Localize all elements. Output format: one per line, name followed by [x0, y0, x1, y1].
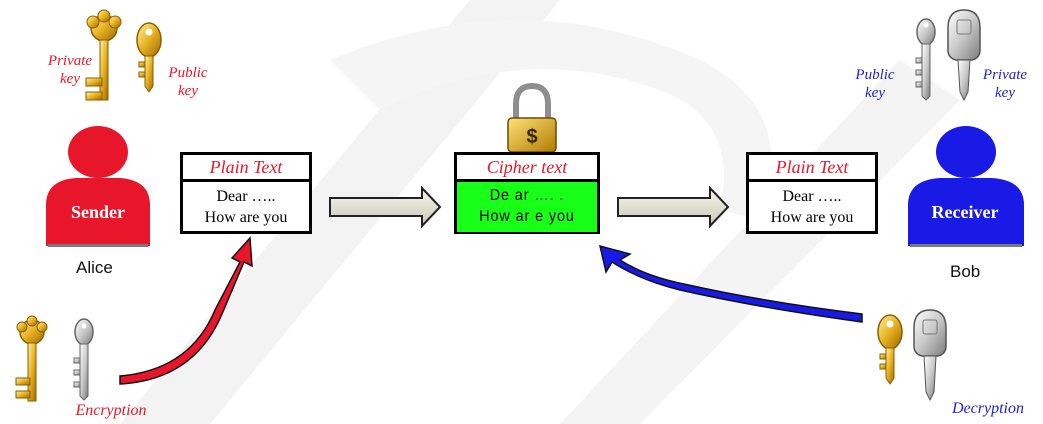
receiver-person-icon	[908, 126, 1024, 247]
sender-name: Alice	[76, 258, 113, 277]
plain-text-left-line1: Dear …..	[216, 188, 276, 205]
lock-symbol: $	[526, 126, 537, 148]
arrow-cipher-to-plain	[617, 185, 730, 229]
sender-public-key-label: Public key	[168, 65, 208, 99]
decryption-label: Decryption	[952, 400, 1024, 417]
padlock-icon: $	[507, 82, 557, 153]
sender-private-key-label: Private key	[47, 53, 93, 87]
receiver-private-key-icon	[947, 9, 981, 102]
sender-private-key-icon	[85, 9, 122, 101]
encryption-label: Encryption	[75, 402, 147, 419]
plain-text-left-title: Plain Text	[183, 155, 309, 182]
encryption-silver-key-icon	[73, 318, 94, 401]
receiver-public-key-label: Public key	[855, 67, 895, 101]
cipher-text-title: Cipher text	[457, 155, 597, 182]
plain-text-box-right: Plain Text Dear ….. How are you	[746, 152, 878, 234]
decryption-gold-key-icon	[877, 314, 903, 385]
cipher-text-box: Cipher text De ar …. . How ar e you	[454, 152, 600, 234]
encryption-arrow	[119, 236, 253, 385]
sender-label: Sender	[71, 202, 125, 222]
receiver-private-key-label: Private key	[982, 67, 1028, 101]
plain-text-right-line1: Dear …..	[782, 188, 842, 205]
decryption-silver-key-icon	[913, 309, 947, 402]
plain-text-right-title: Plain Text	[749, 155, 875, 182]
plain-text-right-line2: How are you	[770, 209, 854, 226]
arrow-plain-to-cipher	[329, 185, 442, 229]
receiver-label: Receiver	[931, 202, 999, 222]
cipher-text-line1: De ar …. .	[489, 187, 565, 204]
plain-text-box-left: Plain Text Dear ….. How are you	[180, 152, 312, 234]
encryption-gold-key-icon	[15, 315, 48, 402]
sender-public-key-icon	[136, 22, 162, 93]
receiver-name: Bob	[950, 262, 981, 281]
receiver-public-key-icon	[915, 18, 936, 101]
sender-person-icon	[46, 126, 150, 247]
cipher-text-line2: How ar e you	[479, 208, 575, 225]
decryption-arrow	[598, 244, 863, 323]
plain-text-left-line2: How are you	[204, 209, 288, 226]
